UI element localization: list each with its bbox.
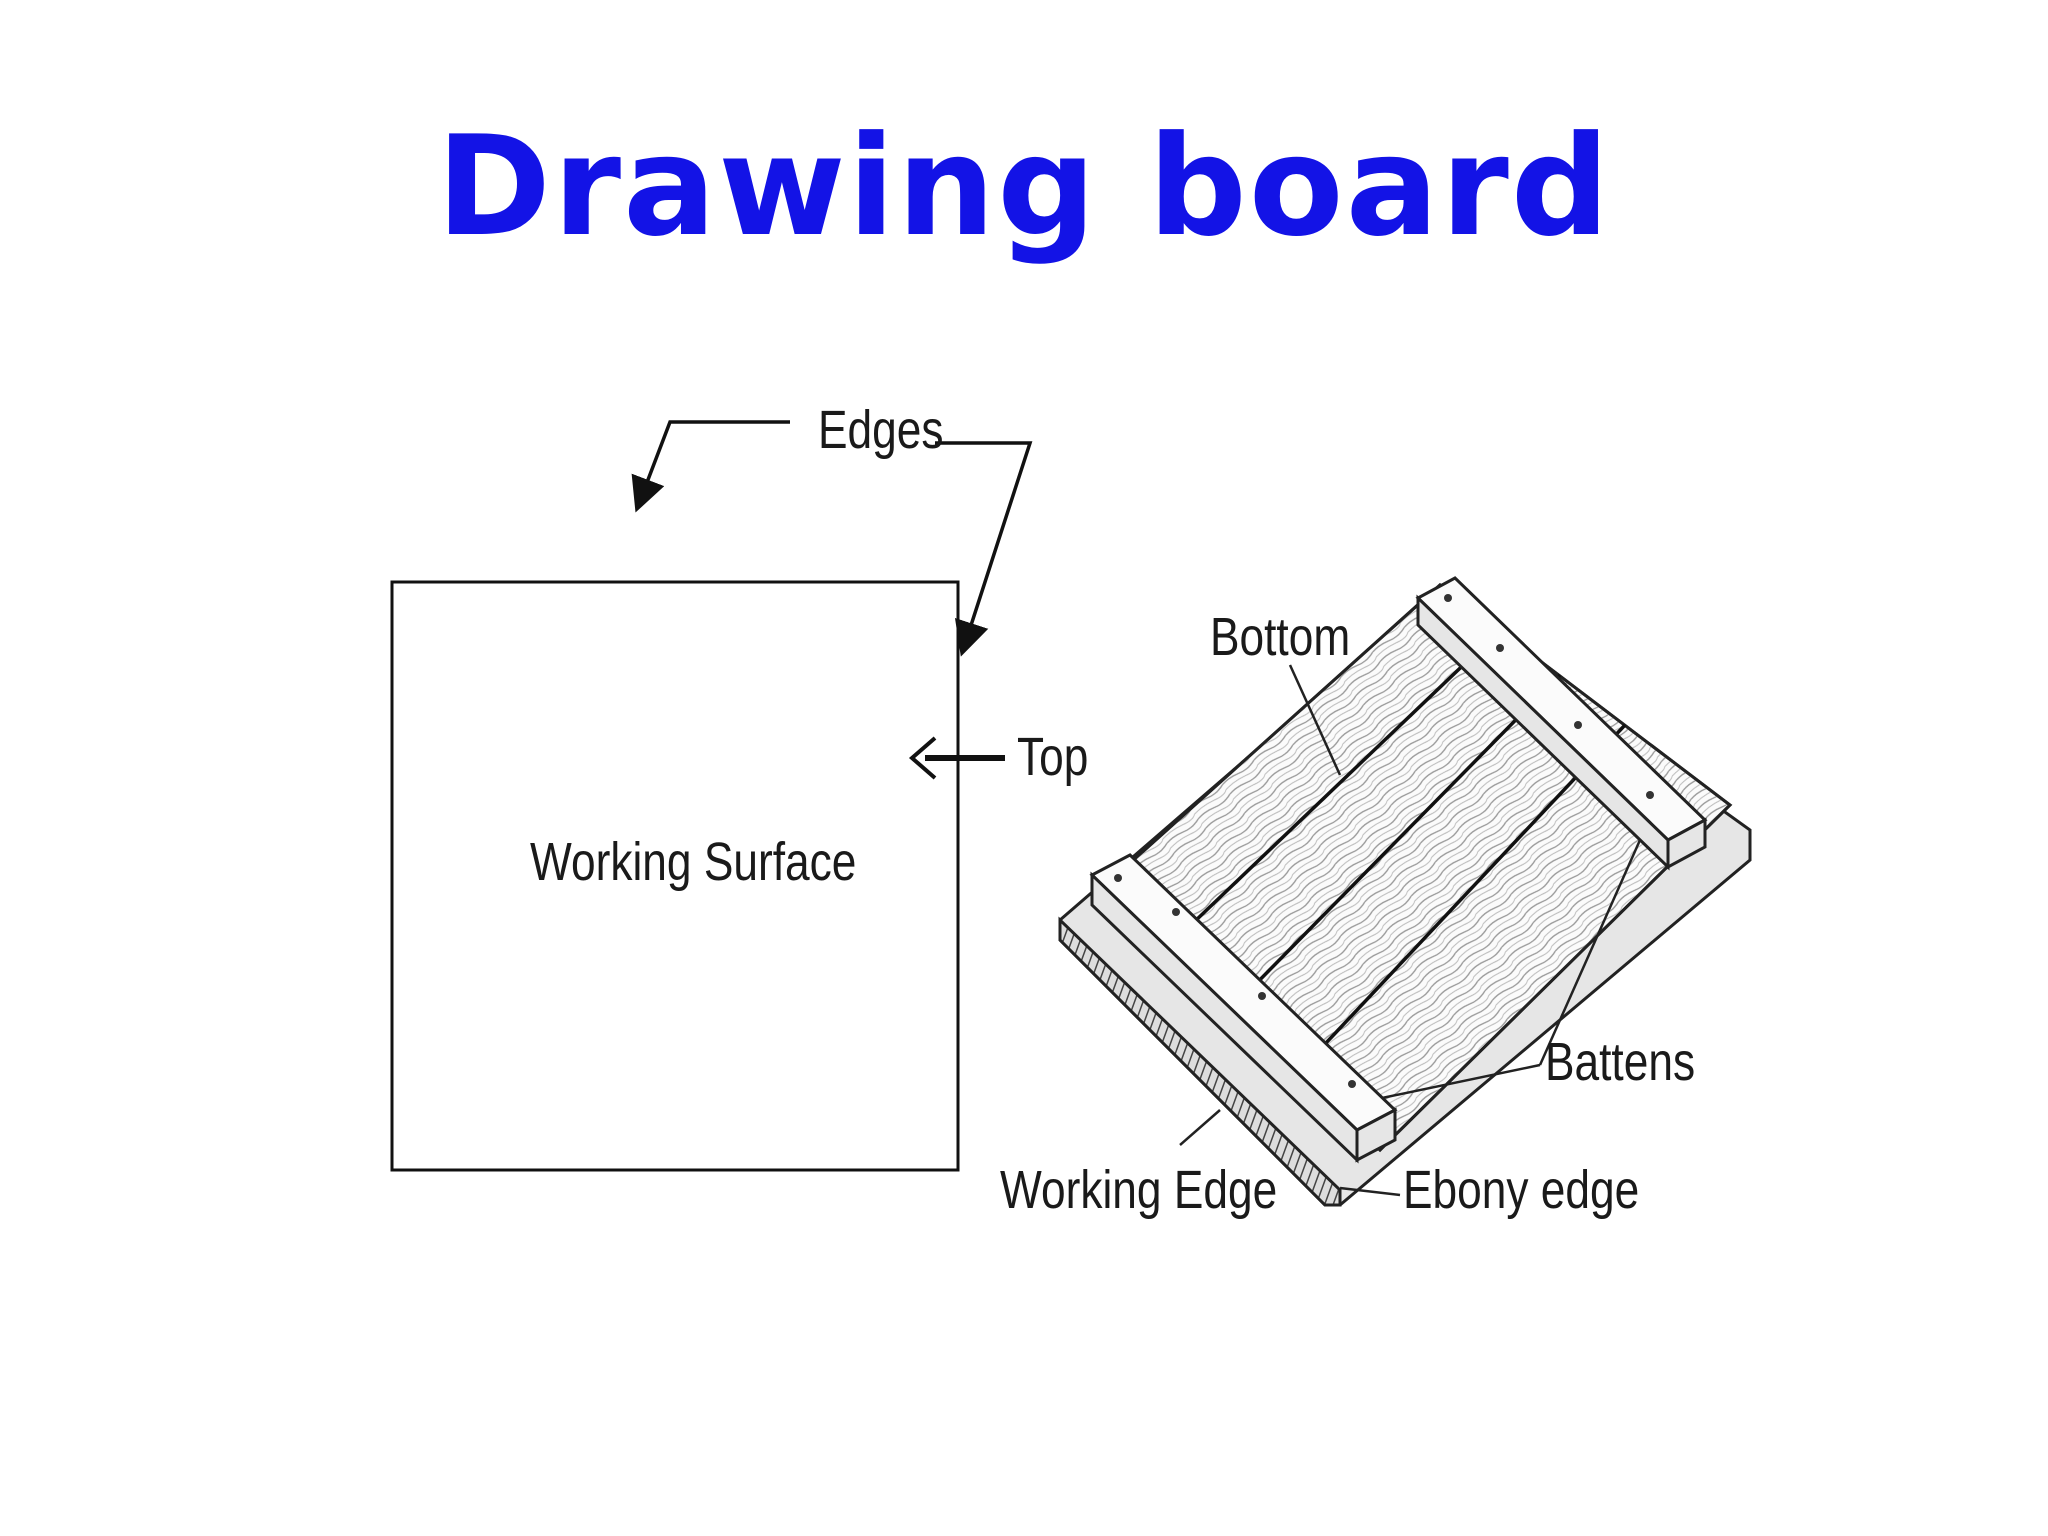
edges-callout: Edges	[631, 400, 1033, 657]
batten-back-end	[1666, 817, 1707, 870]
batten-back-screw-1	[1444, 594, 1452, 602]
ebony-edge-label: Ebony edge	[1403, 1160, 1639, 1220]
batten-back-screw-2	[1496, 644, 1504, 652]
battens-leader-1	[1381, 1063, 1541, 1100]
ebony-edge-strip	[1058, 916, 1342, 1207]
top-callout: Top	[908, 727, 1088, 787]
ebony-edge-leader	[1339, 1186, 1401, 1197]
bottom-label: Bottom	[1210, 607, 1350, 667]
batten-front-screw-2	[1172, 908, 1180, 916]
board-isometric-view: Bottom Battens Working Edge Ebony edge	[1000, 576, 1752, 1220]
batten-back-screw-3	[1574, 721, 1582, 729]
plank-seam-3	[1308, 723, 1627, 1062]
board-plan-view: Working Surface	[390, 580, 960, 1172]
top-arrow-head	[908, 736, 937, 780]
battens-label: Battens	[1545, 1032, 1695, 1092]
page-title: Drawing board	[436, 106, 1612, 267]
edges-arrow-right	[935, 441, 1033, 657]
batten-front	[1089, 853, 1398, 1164]
batten-front-screw-4	[1348, 1080, 1356, 1088]
edges-label: Edges	[818, 400, 944, 460]
batten-back	[1415, 576, 1708, 871]
battens-leader-2	[1538, 839, 1642, 1066]
batten-back-screw-4	[1646, 791, 1654, 799]
working-surface-rect	[390, 580, 960, 1172]
bottom-leader	[1288, 664, 1342, 776]
working-edge-leader	[1179, 1109, 1221, 1146]
batten-front-end	[1355, 1107, 1397, 1163]
edges-arrow-left	[631, 420, 790, 513]
working-surface-label: Working Surface	[530, 832, 856, 892]
plank-seam-1	[1168, 628, 1502, 947]
batten-front-screw-3	[1258, 992, 1266, 1000]
working-edge-label: Working Edge	[1000, 1160, 1277, 1220]
plank-seam-2	[1238, 673, 1562, 1002]
batten-front-screw-1	[1114, 874, 1122, 882]
top-label: Top	[1017, 727, 1088, 787]
